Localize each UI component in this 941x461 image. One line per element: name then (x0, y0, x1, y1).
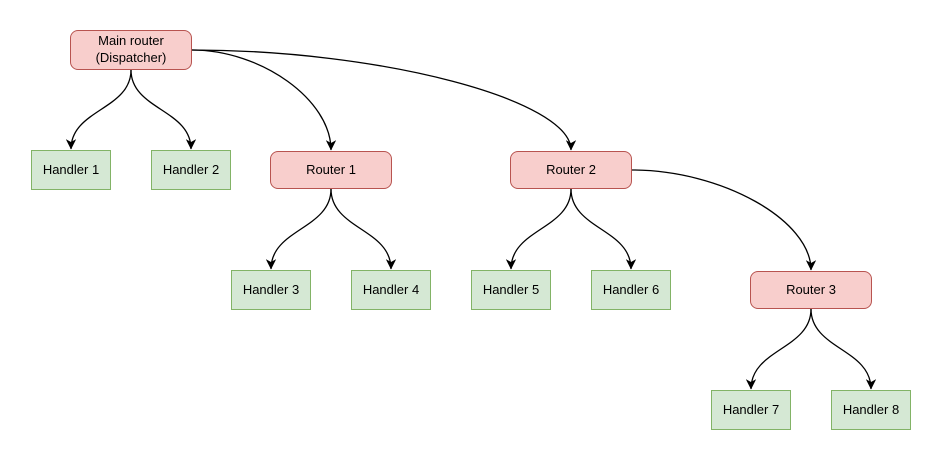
handler-node-h5: Handler 5 (471, 270, 551, 310)
edge-r3-to-h7 (745, 308, 812, 390)
router-node-r2: Router 2 (510, 151, 632, 189)
router-node-r1: Router 1 (270, 151, 392, 189)
edge-layer (65, 49, 877, 390)
edge-r1-to-h3 (265, 188, 332, 270)
node-label: Handler 5 (482, 281, 540, 297)
handler-node-h7: Handler 7 (711, 390, 791, 430)
handler-node-h4: Handler 4 (351, 270, 431, 310)
handler-node-h8: Handler 8 (831, 390, 911, 430)
node-label: Handler 1 (42, 161, 100, 177)
handler-node-h2: Handler 2 (151, 150, 231, 190)
node-label: Handler 7 (722, 401, 780, 417)
handler-node-h3: Handler 3 (231, 270, 311, 310)
edge-r2-to-r3 (631, 169, 817, 271)
edge-r2-to-h5 (505, 188, 572, 270)
edge-r2-to-h6 (570, 188, 637, 270)
handler-node-h1: Handler 1 (31, 150, 111, 190)
edge-main-to-r2 (191, 49, 577, 151)
handler-node-h6: Handler 6 (591, 270, 671, 310)
edge-main-to-h2 (130, 69, 197, 150)
node-label: Router 2 (546, 161, 596, 177)
node-label: Handler 2 (162, 161, 220, 177)
edge-main-to-h1 (65, 69, 132, 150)
node-label: Main router (Dispatcher) (95, 33, 167, 65)
node-label: Handler 8 (842, 401, 900, 417)
edge-r3-to-h8 (810, 308, 877, 390)
edge-r1-to-h4 (330, 188, 397, 270)
edge-main-to-r1 (191, 49, 337, 151)
node-label: Router 1 (306, 161, 356, 177)
node-label: Handler 3 (242, 281, 300, 297)
node-label: Handler 6 (602, 281, 660, 297)
router-node-r3: Router 3 (750, 271, 872, 309)
node-label: Router 3 (786, 281, 836, 297)
node-label: Handler 4 (362, 281, 420, 297)
router-node-main: Main router (Dispatcher) (70, 30, 192, 70)
